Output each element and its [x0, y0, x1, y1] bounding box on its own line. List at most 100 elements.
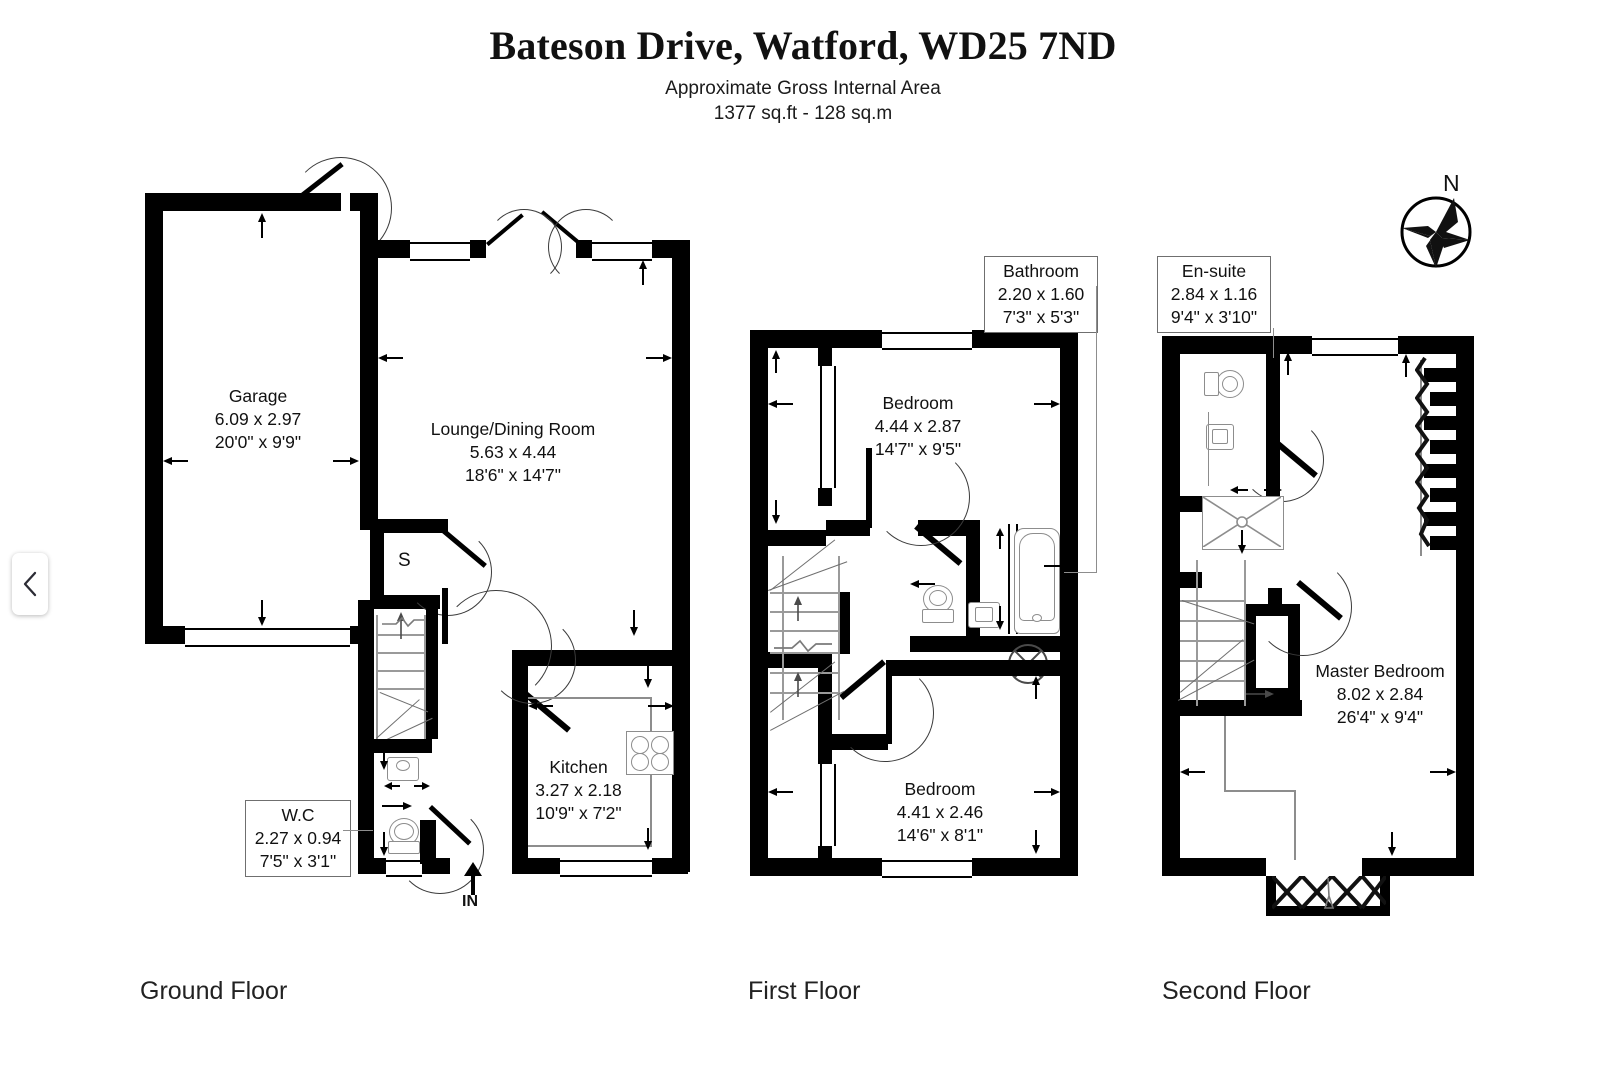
ff-wall-top-left: [750, 330, 882, 348]
sf-stair-box-wall: [1244, 604, 1256, 700]
sf-wardrobe-unit: [1424, 512, 1456, 526]
sf-wardrobe-unit: [1430, 488, 1456, 502]
wc-dim-arrow-top: [380, 746, 388, 770]
room-label-lounge-dining: Lounge/Dining Room 5.63 x 4.44 18'6" x 1…: [414, 418, 612, 487]
ff-bathroom-leader-line: [1096, 286, 1098, 572]
ff-stair-stringer-right: [838, 556, 840, 720]
room-name: Bedroom: [882, 393, 954, 413]
room-metric: 2.27 x 0.94: [254, 828, 342, 848]
ff-bed1-wall-bottom-left: [768, 530, 826, 546]
lounge-dim-arrow-top: [639, 260, 647, 285]
ff-stair-stringer-left: [782, 556, 784, 720]
sf-master-dim-arrow-bottom: [1388, 832, 1396, 856]
room-imperial: 7'5" x 3'1": [259, 851, 337, 871]
chevron-left-icon: [23, 571, 37, 597]
ff-stair-tread: [770, 672, 838, 674]
sf-ensuite-wall-bottom: [1180, 496, 1202, 512]
sf-dormer-left-wall: [1266, 876, 1276, 914]
room-name: Bathroom: [1003, 261, 1079, 281]
ff-bed2-dim-arrow-right: [1034, 788, 1060, 796]
ff-bed1-door-jamb: [866, 448, 872, 528]
ff-bath-dim-arrow-right: [1044, 562, 1070, 570]
ff-bed1-dim-arrow-left: [768, 400, 793, 408]
wc-door-arc: [396, 806, 484, 894]
lounge-dim-arrow-bottom: [630, 610, 638, 636]
sf-basin-bowl-icon: [1212, 429, 1228, 444]
hob-burner-icon: [651, 753, 669, 771]
compass-rose-icon: [1400, 196, 1472, 268]
room-imperial: 7'3" x 5'3": [1002, 307, 1080, 327]
ff-bed1-wall-step: [826, 520, 870, 536]
sf-ensuite-dim-arrow-top2: [1284, 352, 1292, 375]
previous-image-button[interactable]: [12, 553, 48, 615]
sf-stair-tread: [1180, 620, 1244, 622]
sf-wall-top-left: [1162, 336, 1312, 354]
kitchen-dim-arrow-top: [644, 666, 652, 688]
sf-ensuite-leader-line: [1273, 328, 1275, 358]
sf-dormer-bottom-wall: [1266, 906, 1390, 916]
sf-stair-tread: [1180, 660, 1244, 662]
ff-bath-wall-bottom: [910, 636, 1078, 652]
sf-wall-top-right: [1398, 336, 1474, 354]
hall-door-arc: [440, 590, 552, 702]
lounge-wall-top-left: [378, 240, 410, 258]
ff-window-bottom: [882, 860, 972, 878]
room-label-sf-ensuite: En-suite 2.84 x 1.16 9'4" x 3'10": [1157, 256, 1271, 333]
ff-bed2-dim-arrow-bottom: [1032, 830, 1040, 854]
room-label-kitchen: Kitchen 3.27 x 2.18 10'9" x 7'2": [516, 756, 641, 825]
area-subtitle-line2: 1377 sq.ft - 128 sq.m: [713, 103, 893, 124]
sf-shower-cross-icon: [1203, 497, 1281, 547]
sf-ensuite-rail-icon: [1208, 412, 1210, 486]
sf-recess-line-v: [1224, 716, 1226, 790]
store-wall-top: [370, 519, 448, 533]
sf-landing-wall-bottom: [1180, 700, 1302, 716]
sf-dormer-hatch-icon: [1272, 876, 1386, 910]
floor-label-second: Second Floor: [1162, 977, 1311, 1005]
sf-wardrobe-unit: [1424, 464, 1456, 478]
lounge-dim-arrow-left: [378, 354, 403, 362]
lounge-wall-left-upper: [360, 193, 378, 253]
room-label-sf-master-bedroom: Master Bedroom 8.02 x 2.84 26'4" x 9'4": [1300, 660, 1460, 729]
room-imperial: 9'4" x 3'10": [1170, 307, 1258, 327]
ff-bath-dim-arrow-bottom: [996, 606, 1004, 630]
room-label-garage: Garage 6.09 x 2.97 20'0" x 9'9": [168, 385, 348, 454]
area-subtitle-line1: Approximate Gross Internal Area: [665, 78, 941, 99]
sf-recess-line-h: [1224, 790, 1296, 792]
sf-window-top: [1312, 338, 1398, 356]
ff-bathroom-leader-line-h: [1064, 572, 1097, 574]
room-label-ff-bedroom2: Bedroom 4.41 x 2.46 14'6" x 8'1": [880, 778, 1000, 847]
entrance-arrow-icon: [464, 862, 482, 895]
sf-wall-bottom-left: [1162, 858, 1266, 876]
room-name: Lounge/Dining Room: [430, 419, 596, 439]
ff-bed2-door-arc: [836, 664, 934, 762]
ff-bed2-wall-right: [886, 660, 1078, 676]
stair-wall-right: [426, 609, 438, 739]
ff-window-top: [882, 332, 972, 350]
ff-wall-right: [1060, 330, 1078, 876]
sf-stair-tread: [1180, 600, 1244, 602]
stair-stringer-right: [424, 615, 426, 743]
sf-stair-tread: [1180, 640, 1244, 642]
room-label-ff-bedroom1: Bedroom 4.44 x 2.87 14'7" x 9'5": [858, 392, 978, 461]
garage-wall-bottom-left: [145, 626, 185, 644]
sf-stair-stringer-right: [1244, 560, 1246, 706]
sf-toilet-seat-icon: [1222, 376, 1238, 392]
room-metric: 4.41 x 2.46: [896, 802, 984, 822]
sf-ensuite-wall-bottom2: [1180, 572, 1202, 588]
sf-ensuite-dim-arrow-top: [1267, 352, 1275, 376]
hall-wall-bottom: [358, 858, 386, 874]
sf-wardrobe-unit: [1430, 392, 1456, 406]
room-label-wc: W.C 2.27 x 0.94 7'5" x 3'1": [245, 800, 351, 877]
kitchen-dim-arrow-left: [528, 702, 553, 710]
stair-tread: [376, 652, 426, 654]
wc-leader-line: [343, 830, 373, 832]
kitchen-window: [560, 860, 652, 877]
ff-bath-plug-icon: [1032, 614, 1042, 622]
sf-dormer-right-wall: [1380, 876, 1390, 914]
ff-bed1-side-window: [820, 366, 836, 488]
room-metric: 2.20 x 1.60: [997, 284, 1085, 304]
sf-recess-line-v2: [1294, 790, 1296, 860]
ff-bed1-reveal-bottom: [818, 488, 832, 506]
compass-north-label: N: [1443, 170, 1460, 196]
